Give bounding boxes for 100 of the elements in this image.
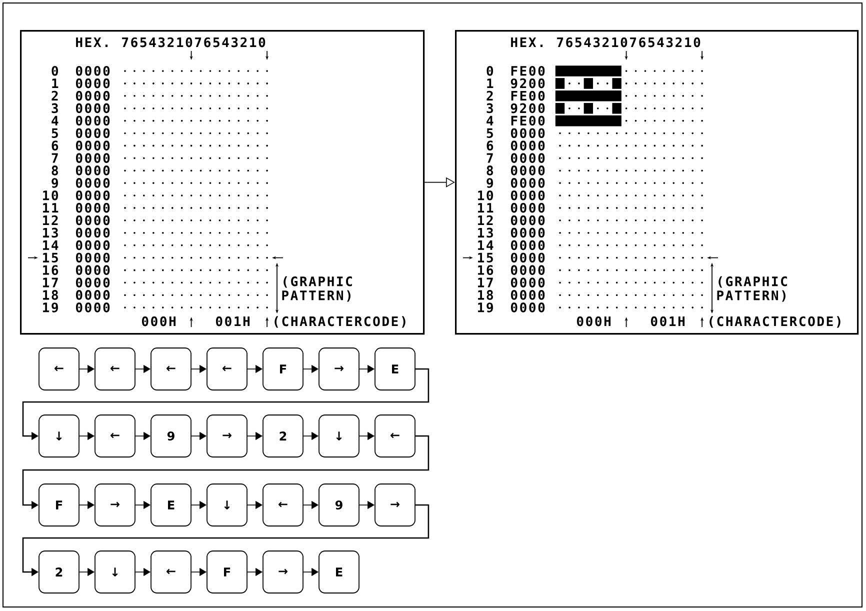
hex-value: 0000 xyxy=(76,302,110,312)
hex-value: 0000 xyxy=(511,265,545,275)
hex-value: 0000 xyxy=(76,128,110,138)
key-box: ← xyxy=(150,348,192,390)
row-number: 4 xyxy=(486,116,494,126)
pattern-label: (GRAPHIC PATTERN) xyxy=(282,276,352,302)
hex-value: 0000 xyxy=(511,153,545,163)
pattern-label: (GRAPHIC PATTERN) xyxy=(717,276,787,302)
row-number: 10 xyxy=(478,190,493,200)
hex-value: 0000 xyxy=(76,166,110,176)
key-box: ↓ xyxy=(38,414,80,458)
row-number: 12 xyxy=(478,215,493,225)
row-number: 0 xyxy=(52,66,58,76)
key-box: → xyxy=(374,484,416,526)
hex-value: 0000 xyxy=(511,302,545,312)
key-box: → xyxy=(94,484,136,526)
row-number: 19 xyxy=(43,302,58,312)
hex-value: 9200 xyxy=(510,103,545,114)
hex-value: 0000 xyxy=(511,166,545,176)
hex-value: 0000 xyxy=(511,215,545,226)
row-number: 10 xyxy=(43,190,58,200)
code-value: 000H xyxy=(142,316,176,326)
row-number: 16 xyxy=(478,265,494,275)
row-number: 7 xyxy=(486,153,493,163)
hex-value: 0000 xyxy=(76,66,110,76)
hex-value: 0000 xyxy=(511,252,545,263)
hex-value: FE00 xyxy=(511,116,545,126)
row-number: 14 xyxy=(43,240,58,250)
code-value: 000H xyxy=(577,316,611,326)
row-number: 9 xyxy=(52,178,58,188)
key-box: 9 xyxy=(318,484,360,526)
key-box: ← xyxy=(262,484,304,526)
key-box: ← xyxy=(374,414,416,458)
key-box: F xyxy=(206,550,248,594)
key-box: → xyxy=(318,348,360,390)
hex-value: 0000 xyxy=(76,190,110,200)
code-label: (CHARACTERCODE) xyxy=(274,316,406,328)
bit-numbers: 7654321076543210 xyxy=(122,37,266,48)
row-number: 7 xyxy=(52,153,58,163)
row-number: 2 xyxy=(52,90,58,100)
key-box: ← xyxy=(206,348,248,390)
row-number: 8 xyxy=(52,166,58,176)
hex-value: 0000 xyxy=(511,140,545,150)
row-number: 17 xyxy=(43,278,58,288)
key-box: E xyxy=(318,550,360,594)
key-box: ← xyxy=(38,348,80,390)
row-number: 19 xyxy=(478,302,493,312)
key-box: ↓ xyxy=(206,484,248,526)
hex-value: 0000 xyxy=(511,202,545,213)
code-label: (CHARACTERCODE) xyxy=(710,316,840,328)
hex-value: 0000 xyxy=(511,240,545,250)
hex-value: 0000 xyxy=(76,290,110,300)
hex-value: 0000 xyxy=(76,116,110,126)
column-header: HEX. xyxy=(511,38,543,47)
row-number: 11 xyxy=(43,203,58,213)
code-value: 001H xyxy=(216,316,250,326)
hex-value: 0000 xyxy=(511,178,545,188)
column-header: HEX. xyxy=(76,38,108,47)
hex-value: FE00 xyxy=(511,90,545,101)
row-number: 9 xyxy=(486,178,493,188)
code-value: 001H xyxy=(651,316,685,326)
key-box: → xyxy=(262,550,304,594)
hex-value: 0000 xyxy=(76,215,110,226)
key-box: → xyxy=(206,414,248,458)
row-number: 5 xyxy=(486,128,493,138)
row-number: 5 xyxy=(52,128,58,138)
hex-value: 0000 xyxy=(76,240,110,250)
hex-value: 0000 xyxy=(76,202,110,213)
key-box: F xyxy=(262,348,304,390)
row-number: 8 xyxy=(486,166,493,176)
hex-value: 0000 xyxy=(76,252,110,263)
hex-value: 0000 xyxy=(511,128,545,138)
key-box: 2 xyxy=(38,550,80,594)
hex-value: 0000 xyxy=(76,90,110,101)
row-number: 17 xyxy=(478,278,493,288)
hex-value: 0000 xyxy=(76,228,110,238)
key-box: ↓ xyxy=(318,414,360,458)
row-number: 13 xyxy=(478,228,493,238)
row-number: 11 xyxy=(478,203,494,213)
hex-value: 0000 xyxy=(76,140,110,150)
key-box: E xyxy=(374,348,416,390)
row-number: 18 xyxy=(43,290,58,300)
hex-value: 0000 xyxy=(511,290,545,300)
key-box: F xyxy=(38,484,80,526)
row-number: 16 xyxy=(43,265,58,275)
bit-numbers: 7654321076543210 xyxy=(557,37,700,48)
key-box: ← xyxy=(94,414,136,458)
screen-panel xyxy=(455,30,859,335)
row-number: 15 xyxy=(43,252,58,263)
hex-value: 0000 xyxy=(511,228,545,238)
hex-value: 0000 xyxy=(76,265,110,275)
row-number: 12 xyxy=(43,215,58,225)
row-number: 0 xyxy=(486,66,494,76)
key-box: 2 xyxy=(262,414,304,458)
row-number: 1 xyxy=(52,78,58,88)
row-number: 1 xyxy=(487,78,494,88)
row-number: 3 xyxy=(486,103,493,114)
hex-value: 0000 xyxy=(76,278,110,288)
hex-value: 0000 xyxy=(76,153,110,163)
hex-value: 0000 xyxy=(511,278,545,288)
